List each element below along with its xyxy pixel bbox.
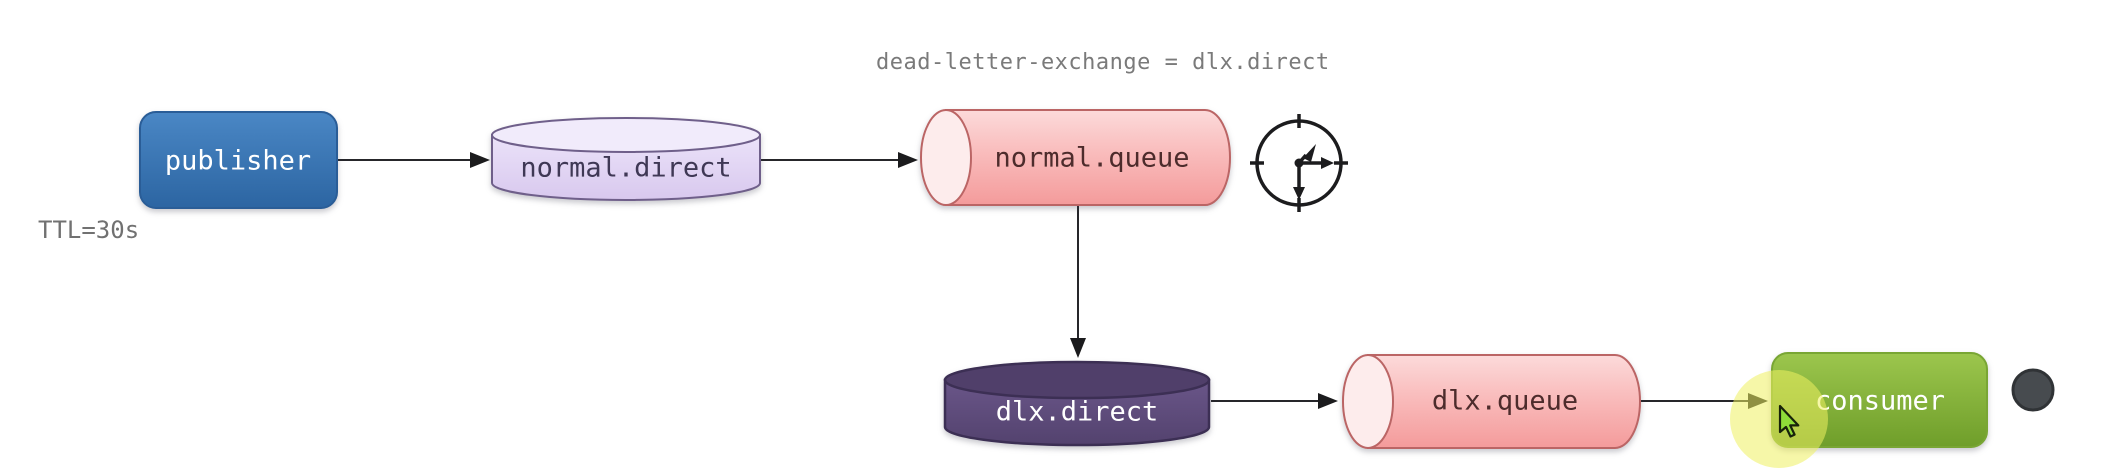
mouse-cursor-icon — [1778, 404, 1800, 438]
dlx-policy-label: dead-letter-exchange = dlx.direct — [876, 50, 1330, 75]
node-normal-queue: normal.queue — [920, 109, 1231, 206]
edge-normal-queue-to-dlx-exchange — [1070, 206, 1086, 358]
edge-normal-exchange-to-normal-queue — [761, 152, 918, 168]
node-dlx-exchange: dlx.direct — [943, 360, 1211, 447]
dlx-queue-label: dlx.queue — [1432, 386, 1578, 417]
edge-dlx-exchange-to-dlx-queue — [1211, 393, 1338, 409]
publisher-label: publisher — [165, 146, 311, 177]
normal-exchange-label: normal.direct — [520, 153, 731, 184]
message-dot — [2011, 368, 2055, 412]
dlx-exchange-label: dlx.direct — [996, 397, 1159, 428]
edge-publisher-to-normal-exchange — [337, 152, 490, 168]
consumer-label: consumer — [1815, 386, 1945, 417]
node-normal-exchange: normal.direct — [491, 117, 761, 201]
node-dlx-queue: dlx.queue — [1342, 354, 1641, 449]
normal-queue-label: normal.queue — [994, 143, 1189, 174]
ttl-clock-icon — [1250, 114, 1348, 212]
node-publisher: publisher — [139, 111, 338, 209]
ttl-label: TTL=30s — [38, 216, 140, 244]
